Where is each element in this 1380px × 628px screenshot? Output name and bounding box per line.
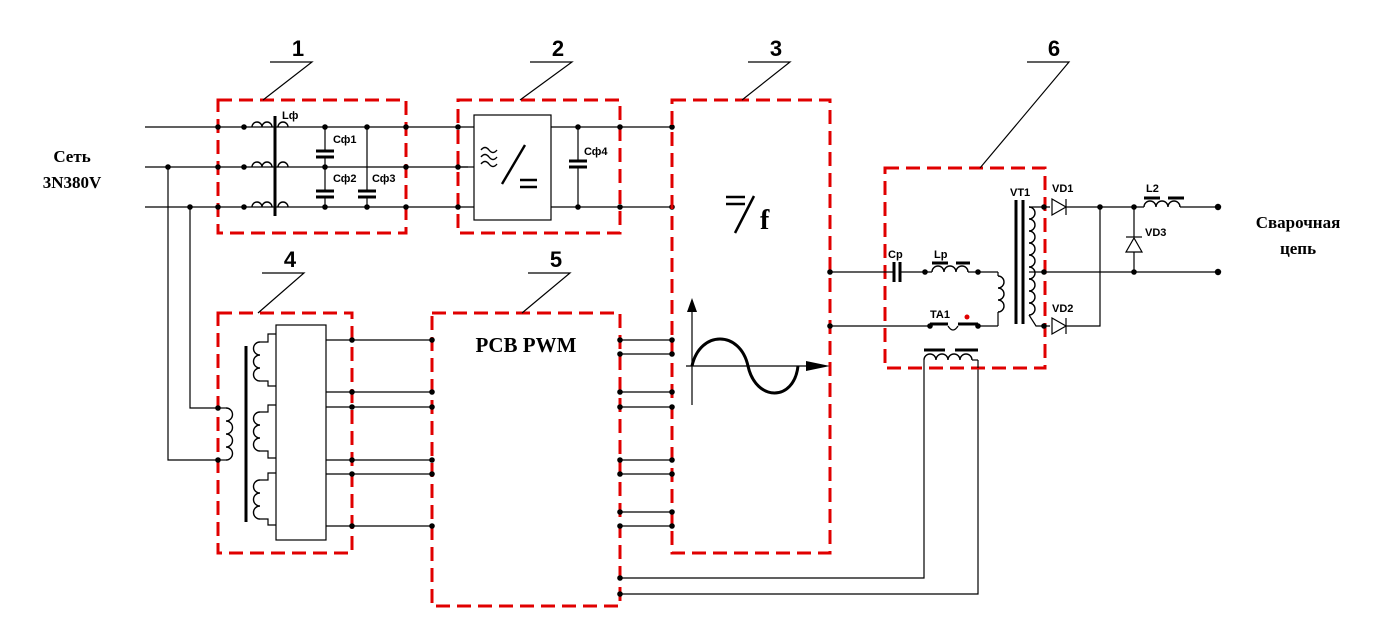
block-5-number: 5 (550, 247, 562, 272)
block-3-number: 3 (770, 36, 782, 61)
mains-label-line2: 3N380V (43, 173, 102, 192)
current-transformer-label: TA1 (930, 309, 950, 321)
diode-1-label: VD1 (1052, 183, 1073, 195)
block-6-power-transformer: 6 Cp Lp TA1 (827, 36, 1220, 370)
block-2-number: 2 (552, 36, 564, 61)
mains-label-line1: Сеть (53, 147, 90, 166)
resonant-cap-label: Cp (888, 249, 903, 261)
mains-input: Сеть 3N380V (43, 126, 672, 461)
cap-3-label: Сф3 (372, 173, 396, 185)
diode-2-label: VD2 (1052, 303, 1073, 315)
block-4-number: 4 (284, 247, 297, 272)
block-4-border (216, 311, 354, 555)
power-transformer-label: VT1 (1010, 187, 1030, 199)
diode-3-label: VD3 (1145, 227, 1166, 239)
cap-2-label: Сф2 (333, 173, 357, 185)
output-label-line2: цепь (1280, 239, 1316, 258)
block-6-border (883, 166, 1047, 370)
block-1-filter: 1 Lф Сф1 Сф2 Сф3 (215, 36, 409, 235)
output-stage: VD3 L2 Сварочная цепь (1066, 183, 1341, 327)
block-3-inverter: 3 f (670, 36, 832, 555)
block-2-rectifier: 2 Сф4 (455, 36, 675, 235)
aux-regulator-box (275, 324, 327, 541)
resonant-inductor-label: Lp (934, 249, 948, 261)
block-6-number: 6 (1048, 36, 1060, 61)
block-4-aux-supply: 4 (215, 247, 432, 555)
block-3-border (670, 98, 832, 555)
controller-label: PCB PWM (476, 333, 577, 357)
block-5-border (430, 311, 622, 608)
cap-4-label: Сф4 (584, 146, 608, 158)
output-label-line1: Сварочная (1256, 213, 1341, 232)
block-1-number: 1 (292, 36, 304, 61)
cap-1-label: Сф1 (333, 134, 357, 146)
frequency-symbol: f (760, 205, 770, 236)
block-5-pwm-controller: 5 PCB PWM (429, 247, 979, 608)
filter-inductor-label: Lф (282, 110, 299, 122)
output-inductor-label: L2 (1146, 183, 1159, 195)
